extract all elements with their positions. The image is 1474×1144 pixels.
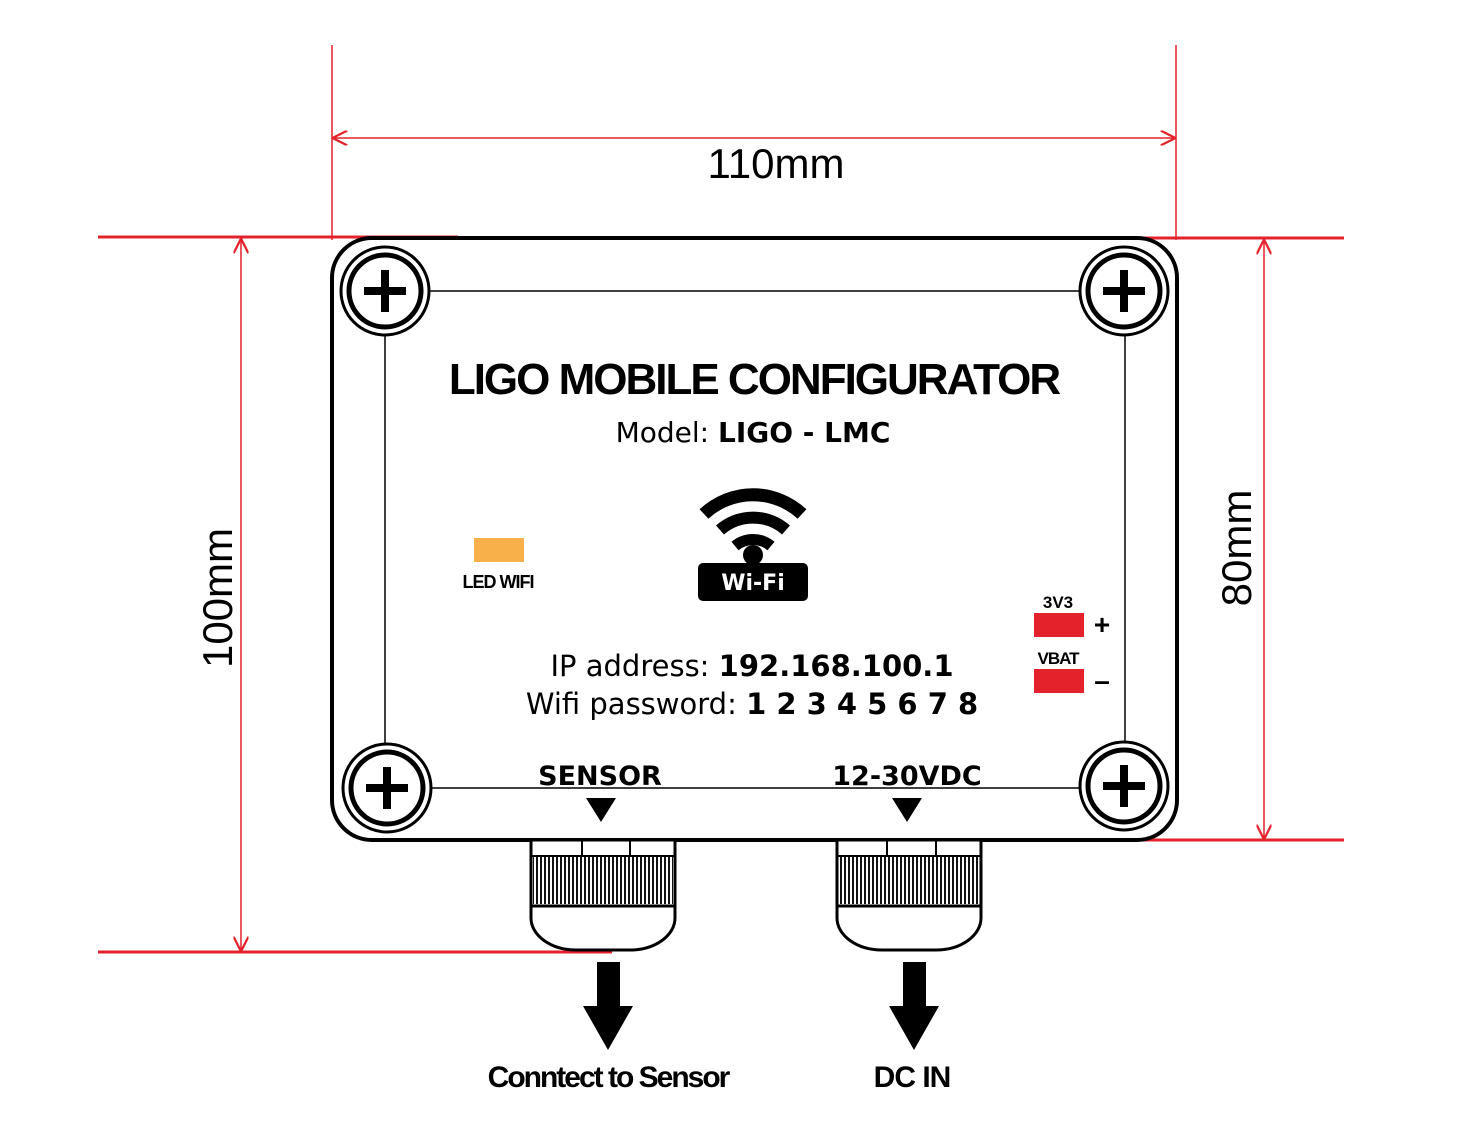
password-value: 1 2 3 4 5 6 7 8 <box>746 687 978 721</box>
pad-bottom <box>1034 669 1084 693</box>
pad-top-label: 3V3 <box>1043 593 1073 612</box>
ip-line: IP address: 192.168.100.1 <box>550 649 953 683</box>
screw-bottom-right <box>1078 740 1170 832</box>
plus-icon <box>1103 270 1145 312</box>
output-right-label: DC IN <box>874 1061 951 1094</box>
cable-gland-right <box>835 838 983 952</box>
body-height-label: 80mm <box>1213 490 1260 607</box>
wifi-badge-label: Wi-Fi <box>721 571 785 596</box>
arrow-down-right-icon <box>889 962 939 1050</box>
power-pads: 3V3 + VBAT – <box>1034 593 1110 696</box>
pad-plus: + <box>1094 609 1110 640</box>
height-dimension: 100mm <box>98 235 612 954</box>
model-value: LIGO - LMC <box>718 416 890 449</box>
screw-top-right <box>1078 245 1170 337</box>
pad-top <box>1034 613 1084 637</box>
port-left-marker <box>586 798 616 822</box>
cable-gland-left <box>529 838 677 952</box>
ip-value: 192.168.100.1 <box>719 649 954 683</box>
password-label: Wifi password: <box>526 687 746 721</box>
plus-icon <box>364 270 406 312</box>
wifi-icon <box>699 488 807 551</box>
screw-top-left <box>339 245 431 337</box>
ip-label: IP address: <box>550 649 718 683</box>
plus-icon <box>366 767 408 809</box>
width-label: 110mm <box>708 140 845 187</box>
screw-bottom-left <box>341 742 433 834</box>
device-title: LIGO MOBILE CONFIGURATOR <box>449 355 1061 404</box>
led-label: LED WIFI <box>463 572 534 592</box>
port-left-label: SENSOR <box>538 761 662 792</box>
model-line: Model: LIGO - LMC <box>616 416 891 449</box>
wifi-logo: Wi-Fi <box>698 488 808 601</box>
pad-minus: – <box>1094 665 1110 696</box>
width-dimension: 110mm <box>331 45 1177 240</box>
password-line: Wifi password: 1 2 3 4 5 6 7 8 <box>526 687 978 721</box>
lid-outline <box>384 290 1126 789</box>
arrow-down-left-icon <box>583 962 633 1050</box>
led-indicator: LED WIFI <box>463 538 535 592</box>
plus-icon <box>1103 765 1145 807</box>
port-right-label: 12-30VDC <box>832 761 981 792</box>
pad-bottom-label: VBAT <box>1037 649 1080 668</box>
model-label: Model: <box>616 416 718 449</box>
height-label: 100mm <box>194 528 241 668</box>
output-left-label: Conntect to Sensor <box>488 1061 731 1094</box>
port-right-marker <box>892 798 922 822</box>
